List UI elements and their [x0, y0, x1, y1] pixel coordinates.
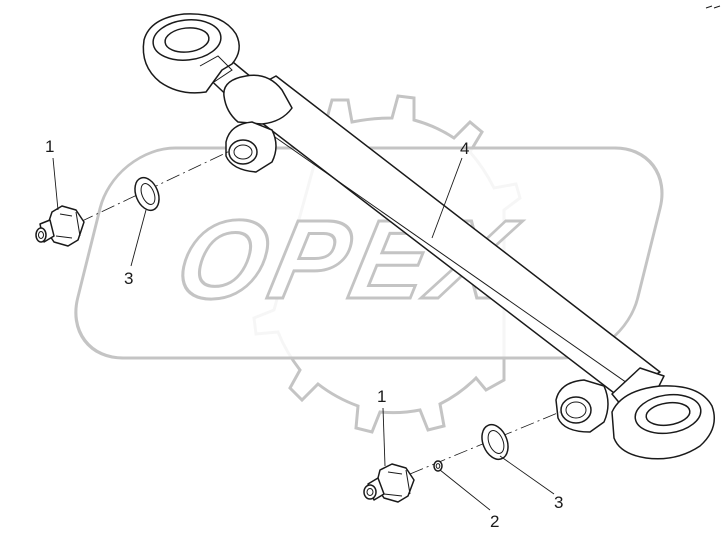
hydraulic-cylinder	[142, 5, 721, 460]
lower-fitting-assembly	[363, 411, 561, 503]
callout-washer-left: 3	[124, 269, 133, 288]
leader-fitting-bottom	[382, 407, 386, 467]
callout-washer-right: 3	[554, 493, 563, 512]
leader-fitting-top	[52, 157, 59, 211]
top-rod-eye	[142, 13, 240, 94]
callout-cylinder: 4	[460, 139, 469, 158]
upper-fitting-assembly	[35, 149, 233, 247]
o-ring	[433, 460, 443, 472]
lower-hose-fitting	[363, 463, 415, 503]
lower-port-boss	[555, 379, 609, 433]
leader-washer-right	[499, 455, 555, 495]
callout-labels: 1 3 4 1 2 3	[45, 137, 563, 531]
bottom-base-eye	[611, 385, 715, 460]
lower-sealing-washer	[481, 423, 509, 461]
upper-sealing-washer	[134, 176, 160, 212]
callout-o-ring: 2	[490, 512, 499, 531]
corner-mark	[705, 5, 721, 9]
leader-washer-left	[130, 209, 147, 267]
barrel-gland-collar	[223, 74, 293, 125]
callout-fitting-bottom: 1	[377, 387, 386, 406]
upper-port-boss	[225, 121, 277, 173]
upper-hose-fitting	[35, 205, 85, 247]
callout-fitting-top: 1	[45, 137, 54, 156]
leader-o-ring	[439, 469, 491, 511]
callout-leaders	[52, 157, 555, 511]
leader-cylinder	[431, 157, 463, 239]
